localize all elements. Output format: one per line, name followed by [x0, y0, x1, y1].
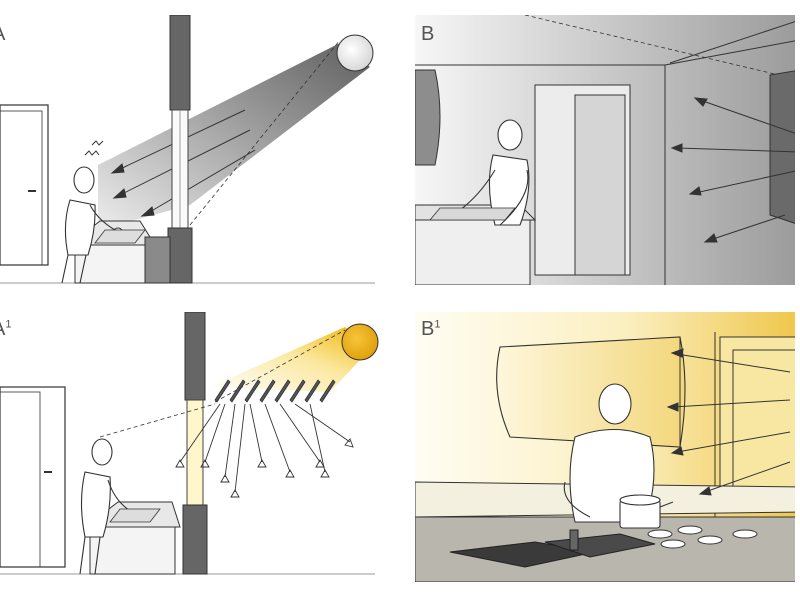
- window-glass: [186, 399, 204, 506]
- panel-b-label: B: [421, 23, 435, 45]
- light-shelf-louvres: [214, 379, 336, 403]
- door: [0, 104, 49, 266]
- panel-b1-illustration: [415, 312, 795, 582]
- light-arrows: [666, 348, 791, 496]
- sun-icon: [341, 323, 379, 361]
- door: [0, 386, 66, 568]
- panel-a-label: A: [0, 23, 5, 46]
- light-arrows: [669, 21, 795, 243]
- panel-b-illustration: [415, 15, 795, 285]
- window: [714, 332, 795, 517]
- window: [769, 70, 795, 224]
- panel-a: A: [0, 15, 380, 285]
- counter: [415, 219, 531, 285]
- door: [534, 84, 631, 276]
- wall-cabinet: [496, 336, 686, 448]
- cutting-board: [94, 229, 146, 244]
- light-arrows: [179, 403, 351, 493]
- sun-beam: [98, 43, 370, 230]
- wall-column-lower: [182, 504, 208, 575]
- panel-a1-label: A1: [0, 318, 12, 340]
- panel-a1-illustration: [0, 312, 379, 575]
- sink: [449, 529, 656, 568]
- panel-b: B: [415, 15, 795, 285]
- cooking-pot: [619, 494, 674, 529]
- wall-column-upper: [184, 312, 206, 401]
- cutting-board: [109, 508, 161, 523]
- cutting-board: [429, 207, 516, 221]
- panel-b1-label: B1: [421, 318, 441, 340]
- panel-a1: A1: [0, 312, 380, 582]
- sun-icon: [336, 34, 374, 72]
- person-figure: [459, 119, 530, 226]
- person-figure: [79, 438, 133, 575]
- panel-a-illustration: [0, 15, 375, 284]
- wall-cabinet: [415, 69, 441, 166]
- panel-b1: B1: [415, 312, 795, 582]
- wall-column-upper: [169, 15, 191, 111]
- wall-column-lower: [167, 227, 193, 284]
- heat-icon: [84, 150, 100, 156]
- stove-hob: [647, 525, 758, 549]
- person-figure: [61, 166, 123, 284]
